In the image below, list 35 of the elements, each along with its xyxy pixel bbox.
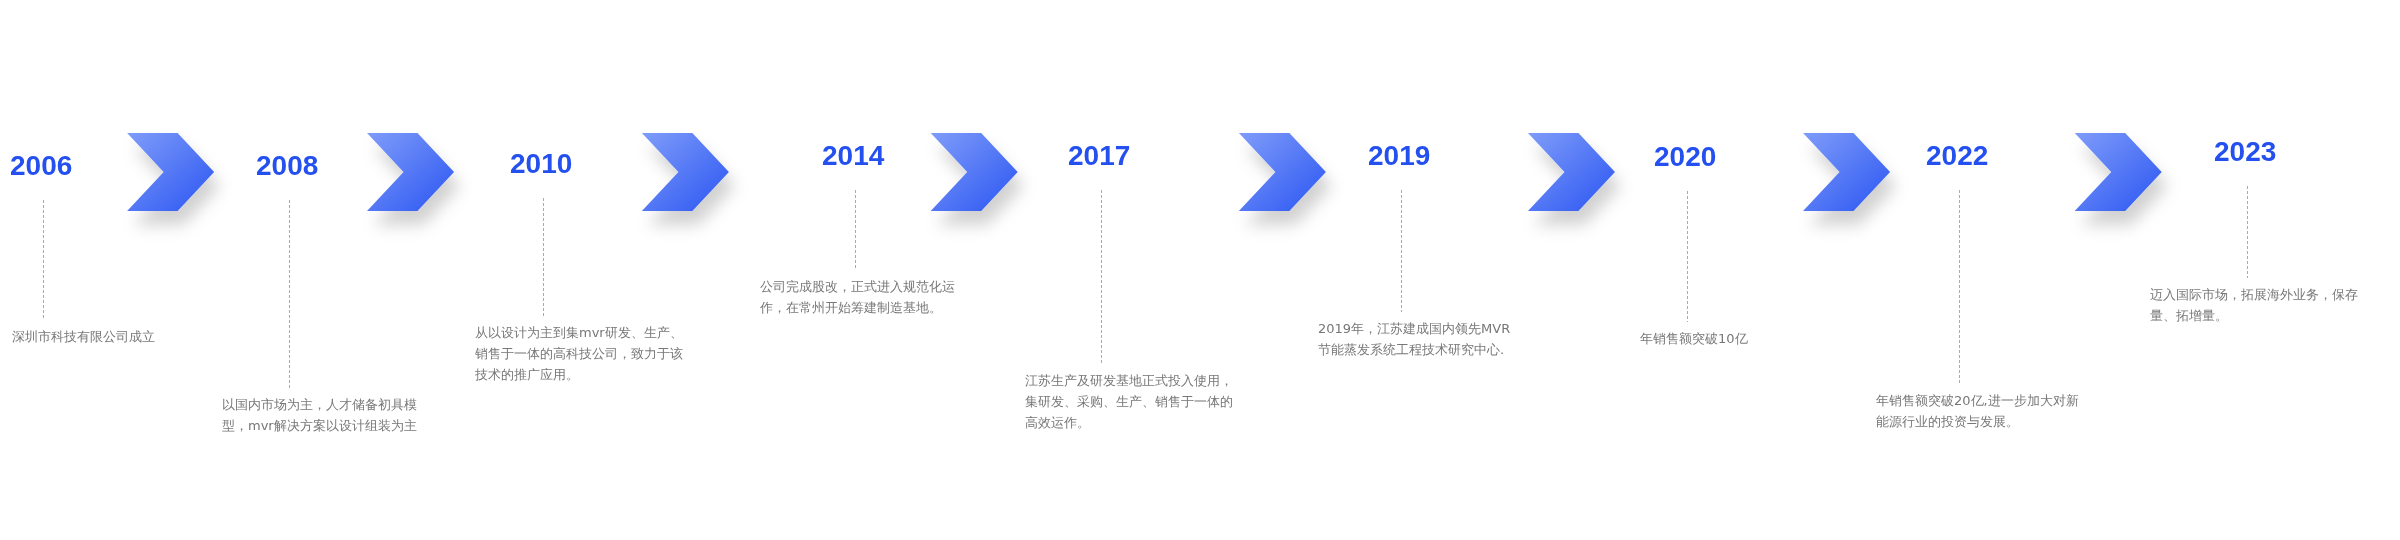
chevron-arrow	[930, 133, 1018, 211]
leader-line	[1687, 190, 1688, 323]
milestone-text: 公司完成股改，正式进入规范化运作，在常州开始筹建制造基地。	[760, 276, 965, 318]
milestone-text: 深圳市科技有限公司成立	[12, 326, 202, 347]
year-label: 2017	[1068, 140, 1131, 172]
milestone-text: 年销售额突破10亿	[1640, 328, 1810, 349]
chevron-arrow	[1527, 133, 1615, 211]
leader-line	[2247, 185, 2248, 279]
chevron-arrow	[1803, 133, 1891, 211]
year-label: 2014	[822, 140, 885, 172]
year-label: 2020	[1654, 141, 1717, 173]
leader-line	[1401, 189, 1402, 313]
year-label: 2019	[1368, 140, 1431, 172]
milestone-text: 从以设计为主到集mvr研发、生产、销售于一体的高科技公司，致力于该技术的推广应用。	[475, 322, 687, 385]
milestone-text: 2019年，江苏建成国内领先MVR节能蒸发系统工程技术研究中心.	[1318, 318, 1513, 360]
year-label: 2008	[256, 150, 319, 182]
leader-line	[289, 199, 290, 389]
milestone-text: 年销售额突破20亿,进一步加大对新能源行业的投资与发展。	[1876, 390, 2086, 432]
leader-line	[1101, 189, 1102, 365]
chevron-arrow	[367, 133, 454, 211]
leader-line	[1959, 189, 1960, 385]
milestone-text: 迈入国际市场，拓展海外业务，保存量、拓增量。	[2150, 284, 2362, 326]
leader-line	[855, 189, 856, 271]
year-label: 2022	[1926, 140, 1989, 172]
year-label: 2010	[510, 148, 573, 180]
chevron-arrow	[2074, 133, 2162, 211]
chevron-arrow	[1238, 133, 1326, 211]
year-label: 2023	[2214, 136, 2277, 168]
year-label: 2006	[10, 150, 73, 182]
chevron-arrow	[641, 133, 729, 211]
leader-line	[543, 197, 544, 317]
chevron-arrow	[127, 133, 215, 211]
leader-line	[43, 199, 44, 321]
milestone-text: 以国内市场为主，人才储备初具模型，mvr解决方案以设计组装为主	[222, 394, 427, 436]
milestone-text: 江苏生产及研发基地正式投入使用，集研发、采购、生产、销售于一体的高效运作。	[1025, 370, 1237, 433]
